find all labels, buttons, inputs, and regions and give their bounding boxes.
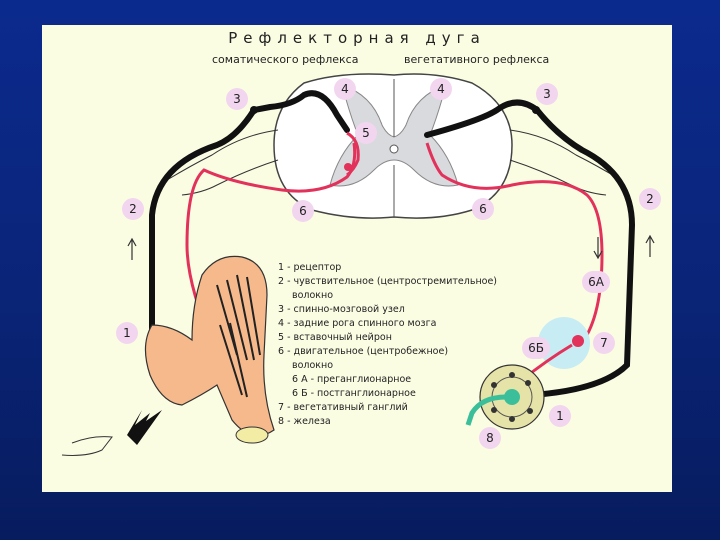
label-2-right: 2 (639, 188, 661, 210)
legend-item: волокно (292, 360, 334, 371)
label-3-left: 3 (226, 88, 248, 110)
label-7: 7 (593, 332, 615, 354)
legend-item: 3 - спинно-мозговой узел (278, 304, 405, 315)
subtitle-somatic: соматического рефлекса (212, 53, 359, 66)
label-6-left: 6 (292, 200, 314, 222)
legend-item: 6 - двигательное (центробежное) (278, 346, 449, 357)
label-6-right: 6 (472, 198, 494, 220)
legend-item: 6 А - преганглионарное (292, 374, 412, 385)
label-3-right: 3 (536, 83, 558, 105)
arm-muscle (144, 255, 275, 444)
label-1-left: 1 (116, 322, 138, 344)
label-6b: 6Б (522, 337, 550, 359)
legend-item: 7 - вегетативный ганглий (278, 402, 408, 413)
legend-item: 8 - железа (278, 416, 331, 427)
label-2-left: 2 (122, 198, 144, 220)
reflex-arc-diagram (61, 73, 655, 456)
gland (465, 364, 545, 430)
label-1-right: 1 (549, 405, 571, 427)
diagram-title: Рефлекторная дуга (228, 29, 486, 47)
legend-item: 2 - чувствительное (центростремительное) (278, 276, 498, 287)
label-8: 8 (479, 427, 501, 449)
motor-fiber-left (185, 142, 357, 348)
legend-item: 1 - рецептор (278, 262, 342, 273)
legend: 1 - рецептор 2 - чувствительное (центрос… (278, 261, 523, 429)
interneuron (346, 131, 360, 177)
vegetative-ganglion (538, 317, 590, 369)
slide: Рефлекторная дуга соматического рефлекса… (42, 25, 672, 492)
stimulus-arrow-icon (127, 410, 162, 445)
subtitle-vegetative: вегетативного рефлекса (404, 53, 550, 66)
label-6a: 6А (582, 271, 610, 293)
sensory-fiber-right (424, 99, 636, 398)
legend-item: 5 - вставочный нейрон (278, 332, 392, 343)
legend-item: волокно (292, 290, 334, 301)
legend-item: 6 Б - постганглионарное (292, 388, 416, 399)
label-5: 5 (355, 122, 377, 144)
label-4-right: 4 (430, 78, 452, 100)
label-4-left: 4 (334, 78, 356, 100)
legend-item: 4 - задние рога спинного мозга (278, 318, 437, 329)
